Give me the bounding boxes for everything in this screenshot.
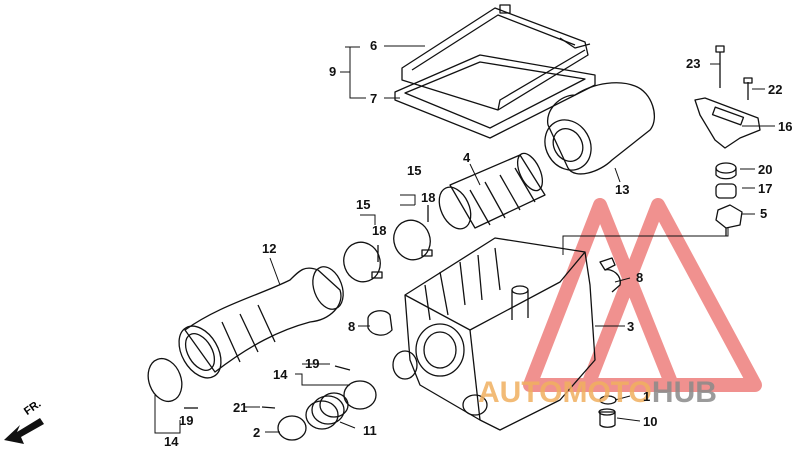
callout-19-lower: 19 [179,413,194,428]
element-part [544,82,655,175]
callout-6: 6 [370,38,378,53]
clip-8b [604,269,621,293]
callout-15-right: 15 [407,163,422,178]
boot-part-11 [305,392,349,430]
callout-18-right: 18 [421,190,436,205]
front-direction-arrow [4,418,44,444]
callout-9: 9 [329,64,337,79]
callout-22: 22 [768,82,783,97]
watermark-text: AUTOMOTOHUB [478,378,717,408]
screw-21 [261,406,276,409]
callout-8-right: 8 [636,270,644,285]
callout-20: 20 [758,162,773,177]
callout-16: 16 [778,119,793,134]
bracket-part [694,45,761,149]
screw-19b [334,365,351,371]
watermark-text-part1: AUTOMOTO [478,376,652,409]
mount-stack [715,162,743,236]
callout-21: 21 [233,400,248,415]
callout-23: 23 [686,56,701,71]
clamp-band-15b [393,219,433,261]
callout-17: 17 [758,181,773,196]
leader-lines [154,45,775,434]
callout-8-left: 8 [348,319,356,334]
watermark-logo [523,198,762,392]
clamp-band-14a [147,357,183,403]
callout-1: 1 [643,389,651,404]
watermark-text-part2: HUB [651,376,717,409]
callout-15-left: 15 [356,197,371,212]
clamp-band-2 [277,415,307,441]
callout-18-left: 18 [372,223,387,238]
callout-4: 4 [463,150,471,165]
gasket-part [394,54,596,139]
clamp-band-14b [343,380,377,410]
callout-14-upper: 14 [273,367,288,382]
callout-5: 5 [760,206,768,221]
callout-7: 7 [370,91,378,106]
callout-12: 12 [262,241,277,256]
callout-19-upper: 19 [305,356,320,371]
callout-2: 2 [253,425,261,440]
cover-part [401,4,591,111]
callout-13: 13 [615,182,630,197]
screen-part [438,152,546,230]
housing-part [392,237,616,431]
callout-11: 11 [363,423,377,438]
callout-3: 3 [627,319,635,334]
clamp-band-15a [343,241,383,283]
clip-8a [367,310,393,336]
callout-14-lower: 14 [164,434,179,449]
callout-10: 10 [643,414,658,429]
intake-tube-part [178,266,344,379]
